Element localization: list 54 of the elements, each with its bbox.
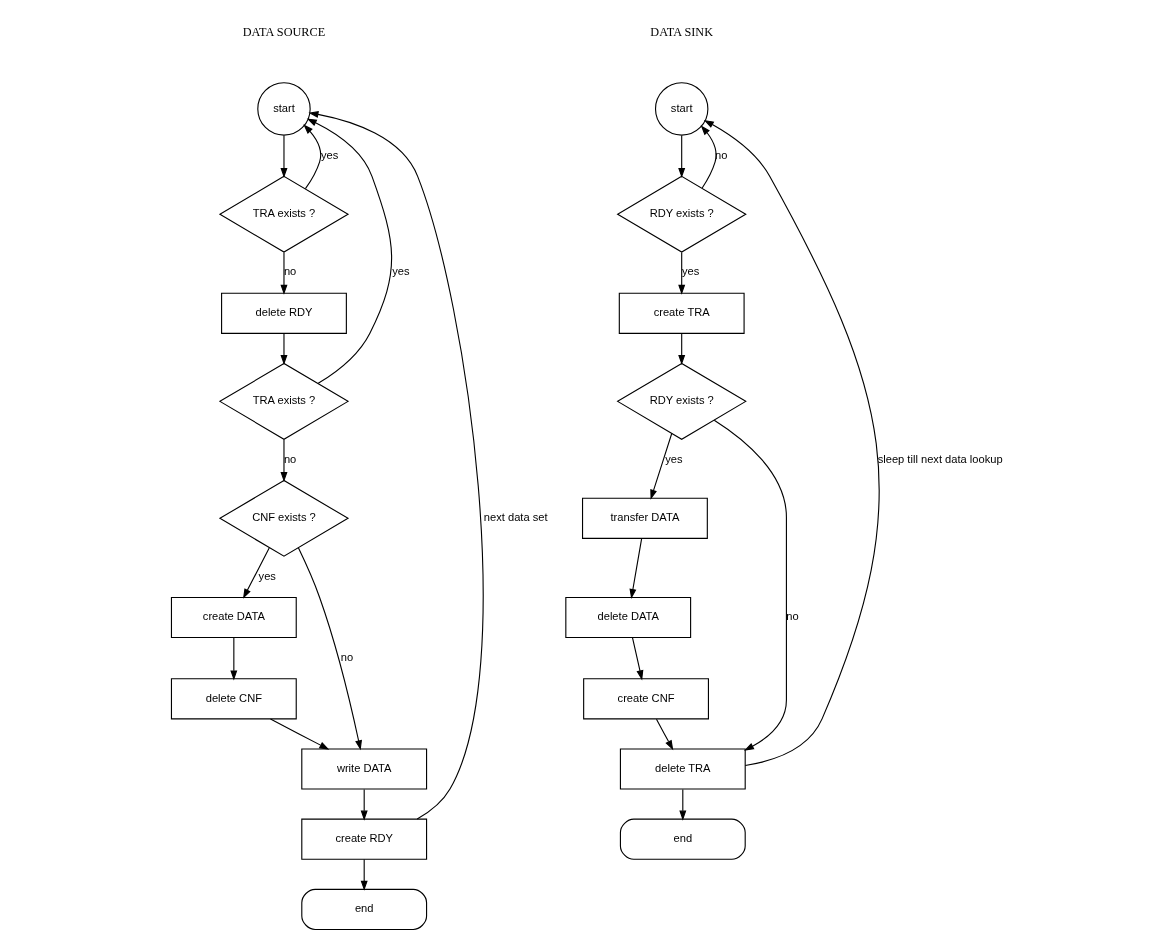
node-box: delete CNF — [170, 678, 297, 720]
arrow — [230, 637, 238, 681]
arrow — [306, 118, 393, 384]
edge-label: no — [283, 265, 297, 278]
node-diamond: CNF exists ? — [218, 479, 350, 557]
edge-label: sleep till next data lookup — [877, 452, 1003, 465]
node-box: end — [301, 888, 428, 930]
edge-label: yes — [665, 452, 683, 465]
node-box: delete TRA — [619, 748, 746, 790]
edge-label: yes — [681, 265, 700, 278]
node-box: transfer DATA — [582, 497, 708, 539]
node-box: create RDY — [301, 818, 428, 860]
edge-label: yes — [392, 265, 410, 278]
arrow — [269, 718, 330, 750]
label: DATA SOURCE — [242, 24, 326, 39]
arrow — [631, 637, 644, 681]
node-diamond: TRA exists ? — [218, 362, 350, 440]
arrow — [678, 134, 686, 178]
node-diamond: RDY exists ? — [616, 175, 747, 253]
node-box: delete DATA — [565, 596, 692, 639]
edge-label: yes — [321, 148, 339, 161]
arrow — [678, 251, 686, 295]
label: DATA SINK — [650, 24, 714, 39]
arrow — [360, 788, 368, 821]
node-box: end — [619, 818, 746, 860]
node-box: create TRA — [618, 292, 745, 334]
arrow — [280, 251, 288, 295]
arrow — [243, 547, 270, 599]
edge-label: no — [283, 452, 297, 465]
arrow — [678, 332, 686, 365]
arrow — [360, 859, 368, 891]
arrow — [655, 718, 674, 751]
arrow — [280, 332, 288, 365]
arrow — [280, 134, 288, 178]
arrow — [629, 538, 643, 599]
edge-label: no — [786, 610, 799, 623]
arrow — [700, 125, 717, 189]
edge-label: yes — [258, 569, 276, 582]
arrow — [297, 547, 362, 751]
node-diamond: RDY exists ? — [616, 362, 747, 440]
edge-label: no — [340, 650, 354, 663]
node-diamond: TRA exists ? — [218, 175, 350, 253]
arrow — [713, 419, 787, 751]
arrow — [703, 119, 880, 767]
arrow — [308, 111, 484, 820]
node-box: delete RDY — [221, 292, 347, 334]
arrow — [679, 788, 687, 821]
edge-label: next data set — [483, 511, 548, 524]
node-box: create DATA — [170, 596, 297, 639]
node-box: write DATA — [301, 748, 428, 790]
arrow — [280, 438, 288, 483]
arrow — [650, 432, 673, 500]
node-box: create CNF — [583, 678, 709, 720]
arrow — [303, 124, 322, 190]
